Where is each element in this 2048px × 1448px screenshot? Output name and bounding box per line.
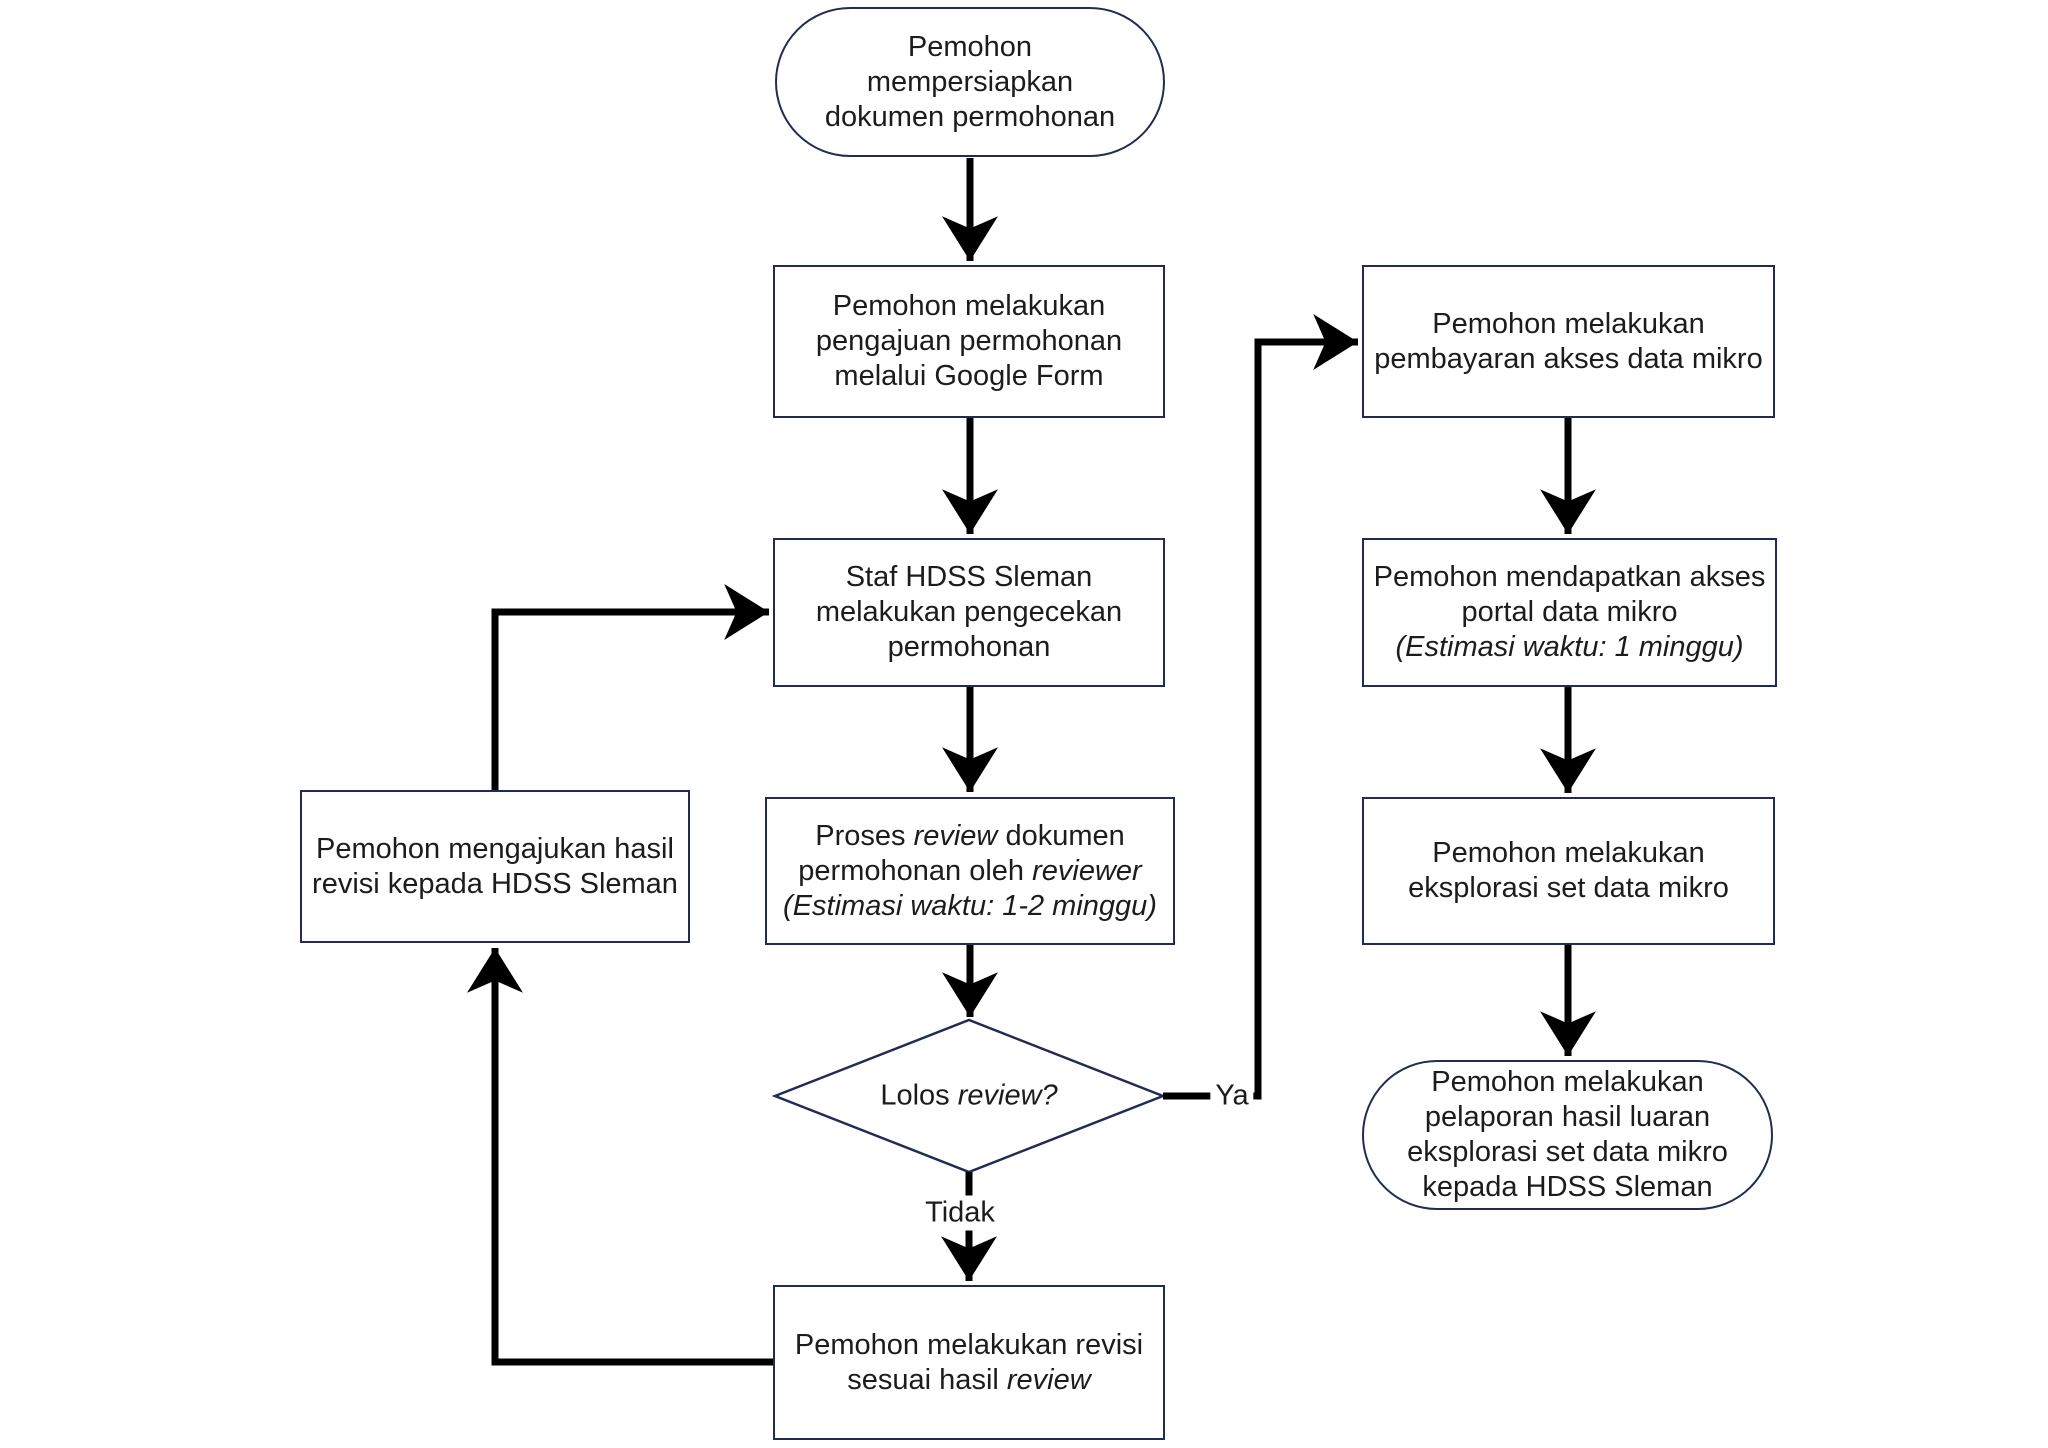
node-pembayaran-label: Pemohon melakukan pembayaran akses data … (1374, 307, 1763, 375)
node-mengajukan-label: Pemohon mengajukan hasil revisi kepada H… (312, 832, 678, 900)
node-review-process: Proses review dokumen permohonan oleh re… (765, 797, 1175, 945)
edge-revisi-to-mengajukan (467, 948, 773, 1366)
node-pengajuan-process: Pemohon melakukan pengajuan permohonan m… (773, 265, 1165, 418)
node-start-label: Pemohon mempersiapkan dokumen permohonan (824, 30, 1116, 133)
edge-label-ya: Ya (1210, 1078, 1254, 1114)
node-eksplorasi-process: Pemohon melakukan eksplorasi set data mi… (1362, 797, 1775, 945)
node-decision-label: Lolos review? (880, 1079, 1058, 1112)
node-start-terminator: Pemohon mempersiapkan dokumen permohonan (775, 7, 1165, 157)
node-pelaporan-terminator: Pemohon melakukan pelaporan hasil luaran… (1362, 1060, 1773, 1210)
node-mengajukan-process: Pemohon mengajukan hasil revisi kepada H… (300, 790, 690, 943)
node-pembayaran-process: Pemohon melakukan pembayaran akses data … (1362, 265, 1775, 418)
node-revisi-label: Pemohon melakukan revisi sesuai hasil re… (794, 1328, 1144, 1396)
node-portal-process: Pemohon mendapatkan akses portal data mi… (1362, 538, 1777, 687)
edge-label-tidak: Tidak (920, 1195, 1000, 1231)
node-eksplorasi-label: Pemohon melakukan eksplorasi set data mi… (1408, 837, 1729, 904)
edge-mengajukan-to-pengecekan (491, 584, 769, 790)
node-pelaporan-label: Pemohon melakukan pelaporan hasil luaran… (1407, 1066, 1728, 1203)
edge-decision-yes-to-pembayaran (1163, 314, 1358, 1100)
node-pengecekan-process: Staf HDSS Sleman melakukan pengecekan pe… (773, 538, 1165, 687)
node-pengajuan-label: Pemohon melakukan pengajuan permohonan m… (815, 290, 1123, 392)
node-portal-label: Pemohon mendapatkan akses portal data mi… (1373, 561, 1766, 663)
node-pengecekan-label: Staf HDSS Sleman melakukan pengecekan pe… (815, 561, 1123, 663)
node-review-label: Proses review dokumen permohonan oleh re… (783, 819, 1157, 922)
node-revisi-process: Pemohon melakukan revisi sesuai hasil re… (773, 1285, 1165, 1440)
